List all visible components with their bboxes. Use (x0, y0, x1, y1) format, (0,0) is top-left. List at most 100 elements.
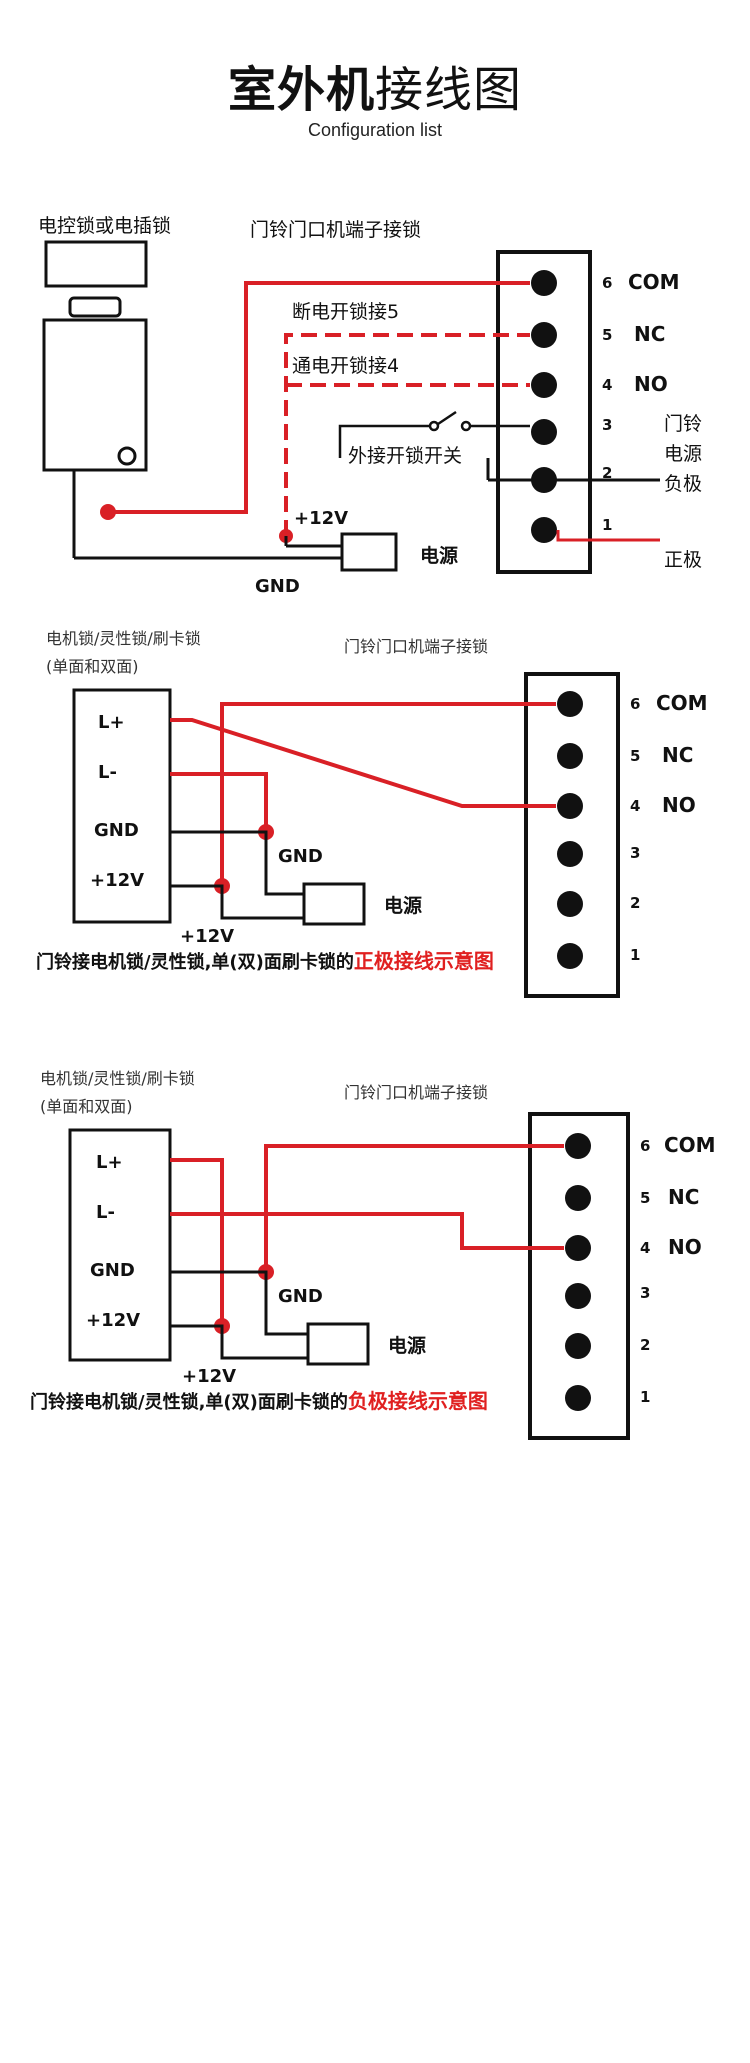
terminal-2-num: 2 (602, 464, 612, 482)
lock-label: 电控锁或电插锁 (38, 215, 171, 237)
title-bold: 室外机 (227, 62, 375, 118)
v12-label: +12V (182, 1366, 236, 1387)
lock-box (72, 688, 172, 924)
power-label: 电源 (388, 1334, 426, 1357)
power-supply-icon (302, 882, 366, 926)
com-wire (264, 1144, 564, 1272)
title-light: 接线图 (375, 62, 523, 118)
com-junction (100, 504, 116, 520)
terminal-2-num: 2 (630, 894, 640, 912)
terminal-5-num: 5 (602, 326, 612, 344)
terminal-dots (557, 691, 583, 969)
power-label: 电源 (384, 894, 422, 917)
power-supply-icon (306, 1322, 370, 1366)
terminal-6-dot (531, 270, 557, 296)
wiring-diagram-positive: 电机锁/灵性锁/刷卡锁 (单面和双面) 门铃门口机端子接锁 L+ L- GND … (36, 629, 708, 998)
terminal-dots (531, 270, 557, 543)
terminal-4-num: 4 (602, 376, 612, 394)
terminal-5-name: NC (668, 1185, 699, 1209)
note-no: 通电开锁接4 (292, 355, 399, 377)
page-header: 室外机接线图 Configuration list (0, 62, 750, 141)
terminal-6-num: 6 (640, 1137, 650, 1155)
note-nc: 断电开锁接5 (292, 301, 399, 323)
terminal-4-dot (565, 1235, 591, 1261)
pin-12v: +12V (86, 1310, 140, 1331)
terminal-5-num: 5 (640, 1189, 650, 1207)
terminal-1-num: 1 (640, 1388, 650, 1406)
nc-dashed-wire (284, 333, 530, 536)
terminal-3-dot (565, 1283, 591, 1309)
caption-prefix: 门铃接电机锁/灵性锁,单(双)面刷卡锁的 (30, 1391, 348, 1413)
power-label: 电源 (420, 544, 458, 567)
terminal-1-num: 1 (602, 516, 612, 534)
lminus-wire (170, 1212, 564, 1250)
terminal-block (528, 1112, 630, 1440)
terminal-5-num: 5 (630, 747, 640, 765)
terminal-3-dot (557, 841, 583, 867)
lplus-wire (170, 718, 556, 808)
terminal-1-dot (565, 1385, 591, 1411)
terminal-3-num: 3 (630, 844, 640, 862)
terminal-4-name: NO (634, 372, 668, 396)
lock-label: 电机锁/灵性锁/刷卡锁 (46, 629, 201, 648)
terminal-5-dot (565, 1185, 591, 1211)
terminal-header: 门铃门口机端子接锁 (344, 637, 488, 656)
pin-12v: +12V (90, 870, 144, 891)
terminal-5-name: NC (662, 743, 693, 767)
lock-sublabel: (单面和双面) (46, 657, 139, 676)
power-supply-icon (340, 532, 398, 572)
lplus-wire (170, 1158, 224, 1326)
terminal-6-name: COM (628, 270, 680, 294)
bell-label-1: 门铃 (664, 413, 702, 435)
lock-sublabel: (单面和双面) (40, 1097, 133, 1116)
lock-box (68, 1128, 172, 1362)
bell-label-2: 电源 (664, 443, 702, 465)
lminus-wire (170, 772, 268, 832)
terminal-2-dot (557, 891, 583, 917)
terminal-6-num: 6 (630, 695, 640, 713)
pin-lplus: L+ (96, 1152, 123, 1173)
terminal-block (524, 672, 620, 998)
terminal-block (496, 250, 592, 574)
com-wire (220, 702, 556, 892)
pin-gnd: GND (94, 820, 139, 841)
lock-label: 电机锁/灵性锁/刷卡锁 (40, 1069, 195, 1088)
wiring-diagram-electric-lock: 电控锁或电插锁 门铃门口机端子接锁 6 COM 5 NC 4 NO 3 2 1 … (38, 215, 702, 597)
terminal-4-name: NO (662, 793, 696, 817)
pin-gnd: GND (90, 1260, 135, 1281)
terminal-1-num: 1 (630, 946, 640, 964)
caption-prefix: 门铃接电机锁/灵性锁,单(双)面刷卡锁的 (36, 951, 354, 973)
terminal-4-num: 4 (640, 1239, 650, 1257)
terminal-4-dot (557, 793, 583, 819)
gnd-label: GND (255, 576, 300, 597)
pin-lplus: L+ (98, 712, 125, 733)
caption-highlight: 正极接线示意图 (354, 949, 494, 973)
terminal-3-num: 3 (602, 416, 612, 434)
terminal-5-dot (531, 322, 557, 348)
terminal-6-dot (565, 1133, 591, 1159)
terminal-3-dot (531, 419, 557, 445)
caption-highlight: 负极接线示意图 (348, 1389, 488, 1413)
terminal-6-name: COM (664, 1133, 716, 1157)
switch-label: 外接开锁开关 (348, 445, 462, 467)
terminal-2-num: 2 (640, 1336, 650, 1354)
terminal-6-name: COM (656, 691, 708, 715)
v12-label: +12V (180, 926, 234, 947)
caption: 门铃接电机锁/灵性锁,单(双)面刷卡锁的正极接线示意图 (36, 949, 494, 973)
terminal-6-num: 6 (602, 274, 612, 292)
wiring-diagram-negative: 电机锁/灵性锁/刷卡锁 (单面和双面) 门铃门口机端子接锁 L+ L- GND … (30, 1069, 716, 1440)
terminal-6-dot (557, 691, 583, 717)
page-subtitle: Configuration list (307, 120, 443, 140)
terminal-dots (565, 1133, 591, 1411)
v12-label: +12V (294, 508, 348, 529)
bell-label-3: 负极 (664, 473, 702, 495)
external-switch-icon (338, 410, 530, 458)
terminal-header: 门铃门口机端子接锁 (344, 1083, 488, 1102)
com-wire (108, 281, 530, 514)
terminal-4-name: NO (668, 1235, 702, 1259)
terminal-4-dot (531, 372, 557, 398)
terminal-5-dot (557, 743, 583, 769)
terminal-5-name: NC (634, 322, 665, 346)
terminal-1-dot (557, 943, 583, 969)
pin-lminus: L- (96, 1202, 115, 1223)
